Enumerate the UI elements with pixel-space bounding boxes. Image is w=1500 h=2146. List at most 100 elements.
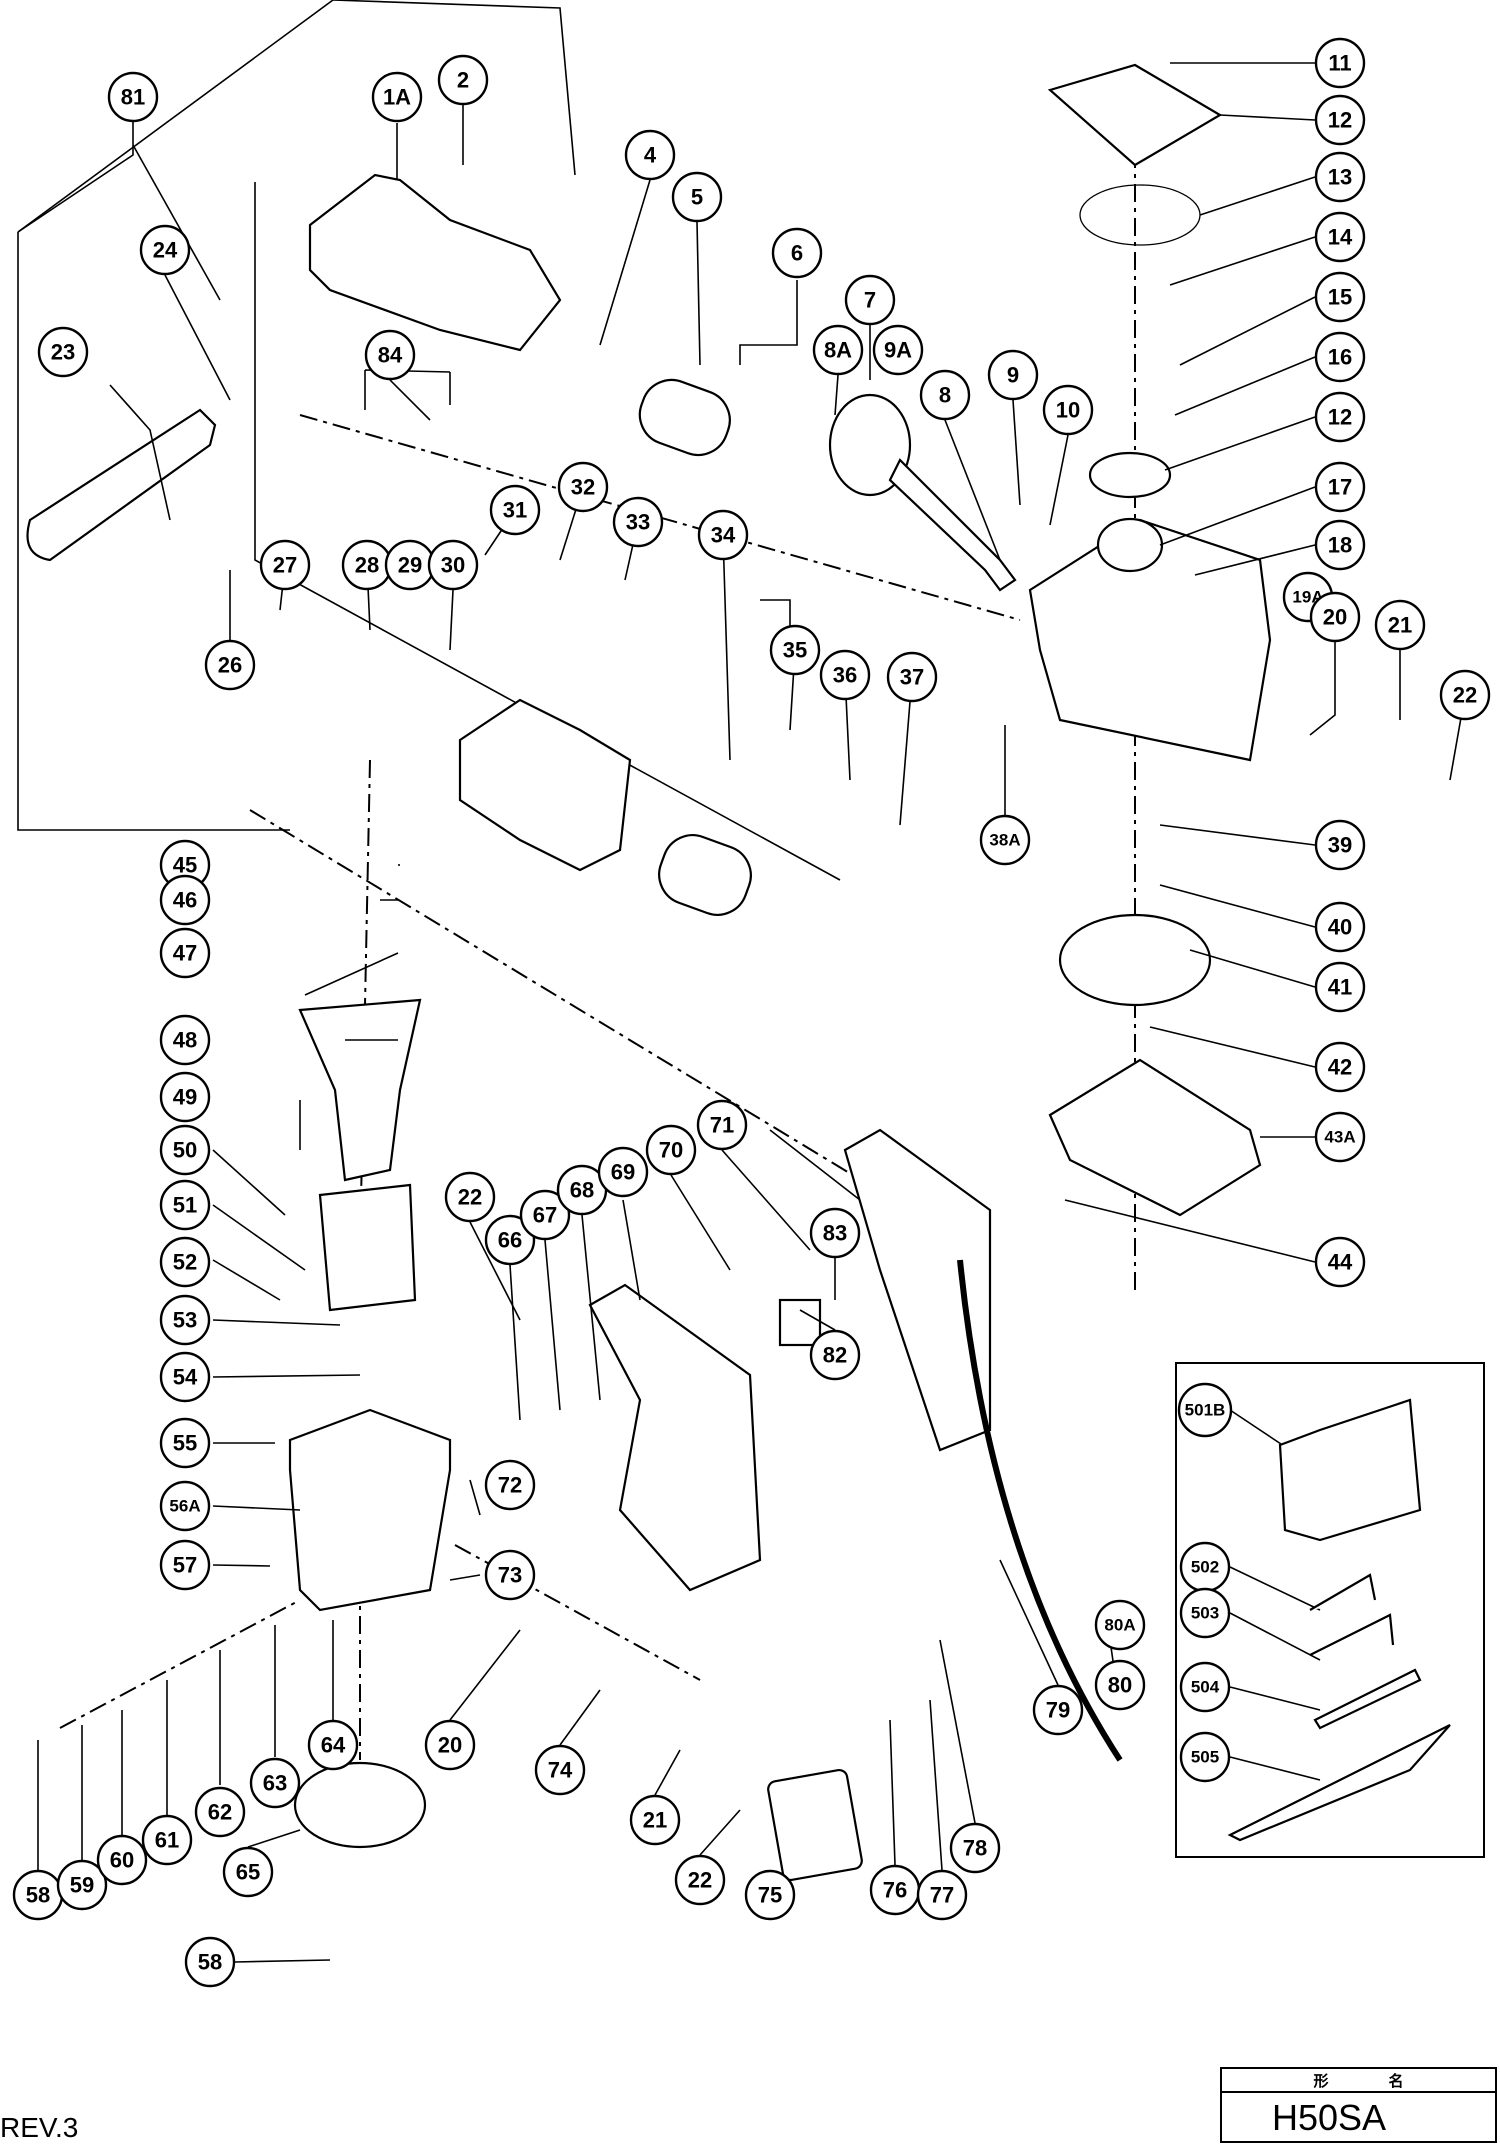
part-callout-21: 21 [629, 1794, 681, 1846]
callout-balloon [427, 539, 479, 591]
pad-shape [767, 1768, 863, 1882]
tail-cover-shape [293, 1761, 427, 1849]
callout-balloon [141, 1814, 193, 1866]
callout-balloon [444, 1171, 496, 1223]
callout-label: 40 [1328, 915, 1352, 940]
part-callout-14: 14 [1314, 211, 1366, 263]
callout-balloon [769, 624, 821, 676]
part-callout-69: 69 [597, 1146, 649, 1198]
title-block-header-label-2: 名 [1388, 2072, 1404, 2090]
callout-label: 42 [1328, 1055, 1352, 1080]
bearing-18-shape [1096, 517, 1164, 573]
part-callout-83: 83 [809, 1207, 861, 1259]
callout-balloon [159, 1236, 211, 1288]
callout-label: 16 [1328, 345, 1352, 370]
callout-balloon [1314, 151, 1366, 203]
callout-label: 13 [1328, 165, 1352, 190]
callout-label: 67 [533, 1203, 557, 1228]
callout-balloon [1179, 1587, 1231, 1639]
callout-label: 38A [989, 831, 1020, 850]
callout-label: 22 [688, 1868, 712, 1893]
callout-balloon [809, 1329, 861, 1381]
callout-balloon [1374, 599, 1426, 651]
callout-balloon [916, 1869, 968, 1921]
part-callout-22: 22 [674, 1854, 726, 1906]
callout-balloon [107, 71, 159, 123]
callout-label: 2 [457, 68, 469, 93]
callout-label: 502 [1191, 1558, 1219, 1577]
callout-label: 69 [611, 1160, 635, 1185]
callout-balloon [987, 349, 1039, 401]
callout-label: 12 [1328, 108, 1352, 133]
part-callout-52: 52 [159, 1236, 211, 1288]
callout-label: 45 [173, 853, 197, 878]
callout-label: 8 [939, 383, 951, 408]
part-callout-56a: 56A [159, 1480, 211, 1532]
part-callout-58: 58 [184, 1936, 236, 1988]
callout-label: 12 [1328, 405, 1352, 430]
callout-balloon [1314, 211, 1366, 263]
callout-balloon [222, 1846, 274, 1898]
part-callout-49: 49 [159, 1071, 211, 1123]
callout-balloon [1094, 1599, 1146, 1651]
part-callout-82: 82 [809, 1329, 861, 1381]
accessory-callout-503: 503 [1179, 1587, 1231, 1639]
callout-balloon [597, 1146, 649, 1198]
part-callout-84: 84 [364, 329, 416, 381]
callout-balloon [96, 1834, 148, 1886]
part-callout-71: 71 [696, 1099, 748, 1151]
part-callout-2: 2 [437, 54, 489, 106]
part-callout-37: 37 [886, 651, 938, 703]
callout-balloon [159, 1071, 211, 1123]
callout-balloon [37, 326, 89, 378]
accessory-callout-504: 504 [1179, 1661, 1231, 1713]
part-callout-48: 48 [159, 1014, 211, 1066]
callout-label: 51 [173, 1193, 197, 1218]
armature-shape [298, 998, 422, 1182]
callout-balloon [1179, 1661, 1231, 1713]
part-callout-64: 64 [307, 1719, 359, 1771]
callout-balloon [1314, 961, 1366, 1013]
callout-label: 1A [383, 85, 411, 110]
callout-label: 62 [208, 1800, 232, 1825]
callout-label: 73 [498, 1563, 522, 1588]
housing-shape [288, 1408, 452, 1612]
part-callout-20: 20 [1309, 591, 1361, 643]
part-callout-50: 50 [159, 1124, 211, 1176]
callout-label: 83 [823, 1221, 847, 1246]
callout-label: 46 [173, 888, 197, 913]
callout-label: 18 [1328, 533, 1352, 558]
part-callout-12: 12 [1314, 391, 1366, 443]
part-callout-32: 32 [557, 461, 609, 513]
callout-balloon [484, 1214, 536, 1266]
callout-balloon [159, 1294, 211, 1346]
callout-balloon [1314, 271, 1366, 323]
callout-balloon [1439, 669, 1491, 721]
part-callout-51: 51 [159, 1179, 211, 1231]
callout-label: 33 [626, 510, 650, 535]
part-callout-57: 57 [159, 1539, 211, 1591]
part-callout-21: 21 [1374, 599, 1426, 651]
callout-balloon [1314, 819, 1366, 871]
part-callout-79: 79 [1032, 1684, 1084, 1736]
part-callout-34: 34 [697, 509, 749, 561]
part-callout-77: 77 [916, 1869, 968, 1921]
tool-retainer-shape [658, 834, 752, 916]
part-callout-42: 42 [1314, 1041, 1366, 1093]
callout-label: 29 [398, 553, 422, 578]
part-callout-38a: 38A [979, 814, 1031, 866]
callout-label: 9 [1007, 363, 1019, 388]
callout-balloon [159, 1417, 211, 1469]
callout-label: 501B [1185, 1401, 1226, 1420]
callout-label: 47 [173, 941, 197, 966]
callout-balloon [139, 224, 191, 276]
part-callout-18: 18 [1314, 519, 1366, 571]
callout-balloon [809, 1207, 861, 1259]
stator-shape [318, 1183, 417, 1312]
callout-balloon [819, 649, 871, 701]
callout-label: 22 [1453, 683, 1477, 708]
callout-balloon [56, 1859, 108, 1911]
callout-label: 78 [963, 1836, 987, 1861]
callout-label: 74 [548, 1758, 573, 1783]
part-callout-80a: 80A [1094, 1599, 1146, 1651]
